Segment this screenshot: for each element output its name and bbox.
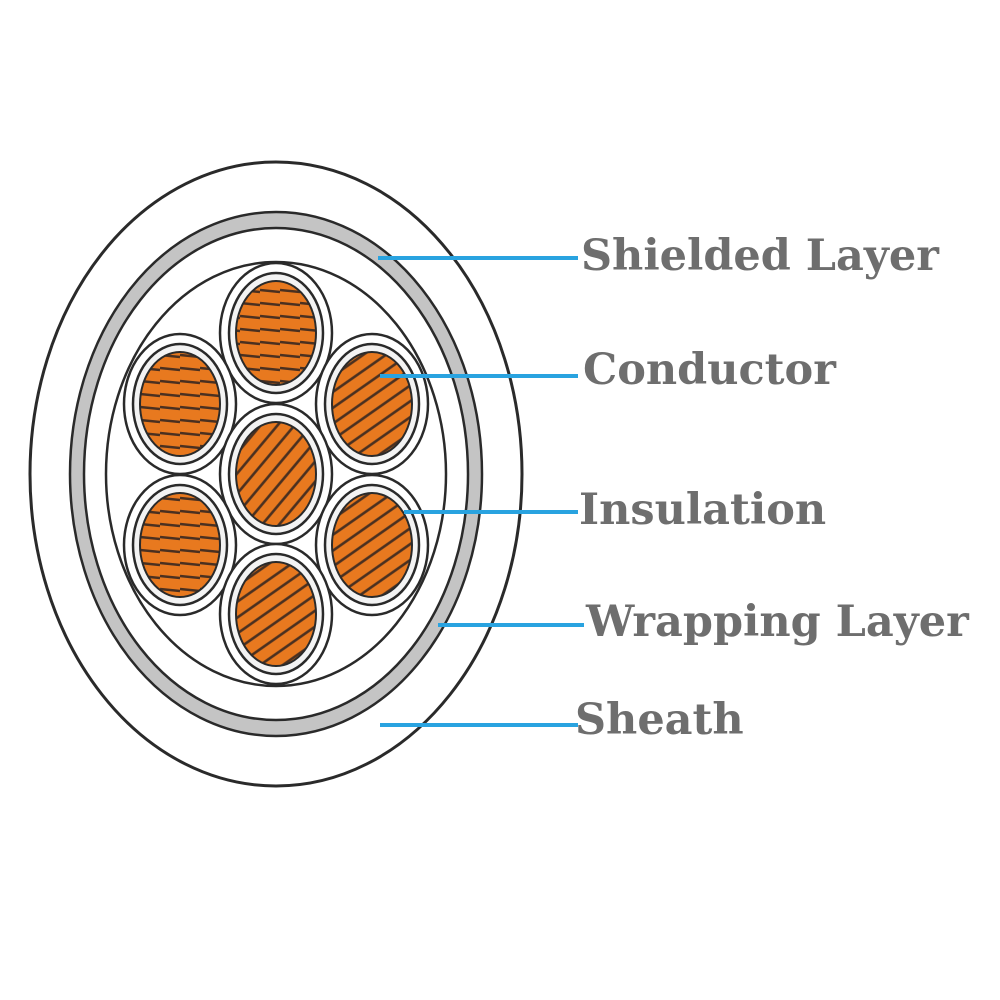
sheath-label: Sheath — [575, 695, 744, 745]
insulation-label: Insulation — [579, 485, 826, 535]
insulated-conductor — [218, 402, 334, 546]
copper-conductor-core — [331, 492, 413, 598]
insulated-conductor — [218, 261, 334, 405]
copper-conductor-core — [139, 492, 221, 598]
insulated-conductor — [122, 473, 238, 617]
conductor-label: Conductor — [583, 345, 837, 395]
insulated-conductor — [314, 332, 430, 476]
copper-conductor-core — [139, 351, 221, 457]
shielded-layer-label: Shielded Layer — [581, 231, 940, 281]
insulated-conductor — [122, 332, 238, 476]
insulated-conductor — [314, 473, 430, 617]
copper-conductor-core — [235, 421, 317, 527]
insulated-conductor — [218, 542, 334, 686]
copper-conductor-core — [235, 561, 317, 667]
conductor-group — [122, 261, 430, 686]
copper-conductor-core — [331, 351, 413, 457]
wrapping-layer-label: Wrapping Layer — [585, 597, 970, 647]
copper-conductor-core — [235, 280, 317, 386]
